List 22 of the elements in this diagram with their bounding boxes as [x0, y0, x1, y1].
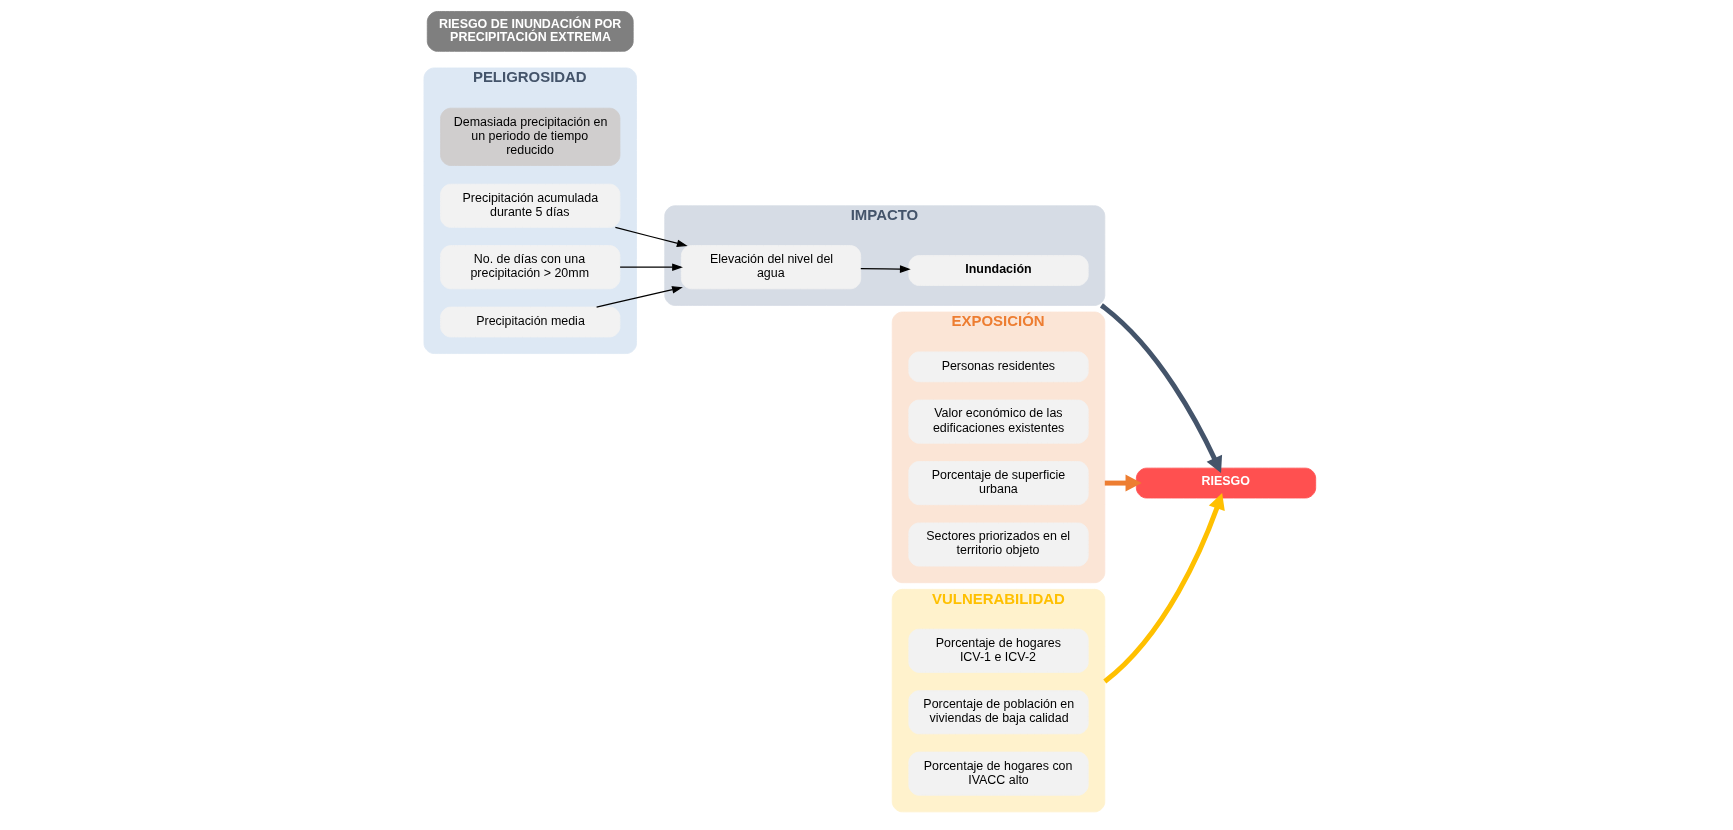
arrow: [860, 265, 911, 273]
node-box: RIESGO: [1135, 467, 1317, 499]
node-box: Porcentaje de superficie urbana: [908, 461, 1089, 506]
node-box: Elevación del nivel del agua: [680, 245, 862, 290]
arrow: [1104, 474, 1142, 492]
node-box: Porcentaje de hogares con IVACC alto: [908, 751, 1089, 796]
node-box: No. de días con una precipitación > 20mm: [440, 245, 621, 290]
arrow: [595, 286, 683, 308]
node-box: Demasiada precipitación en un periodo de tiempo reducido: [440, 107, 621, 166]
node-box: Sectores priorizados en el territorio objeto: [908, 522, 1089, 567]
node-box: Porcentaje de hogares ICV-1 e ICV-2: [908, 628, 1089, 673]
node-box: Precipitación acumulada durante 5 días: [440, 183, 621, 228]
node-box: Precipitación media: [440, 306, 621, 338]
arrow: [619, 263, 683, 271]
arrow: [1103, 493, 1225, 684]
node-box: Valor económico de las edificaciones existentes: [908, 399, 1089, 444]
node-box: Porcentaje de población en viviendas de baja calidad: [908, 690, 1089, 735]
arrow: [1099, 303, 1223, 473]
node-box: RIESGO DE INUNDACIÓN POR PRECIPITACIÓN EXTREMA: [426, 11, 634, 52]
node-box: Personas residentes: [908, 351, 1089, 383]
arrow: [614, 226, 688, 247]
node-box: Inundación: [908, 255, 1089, 286]
